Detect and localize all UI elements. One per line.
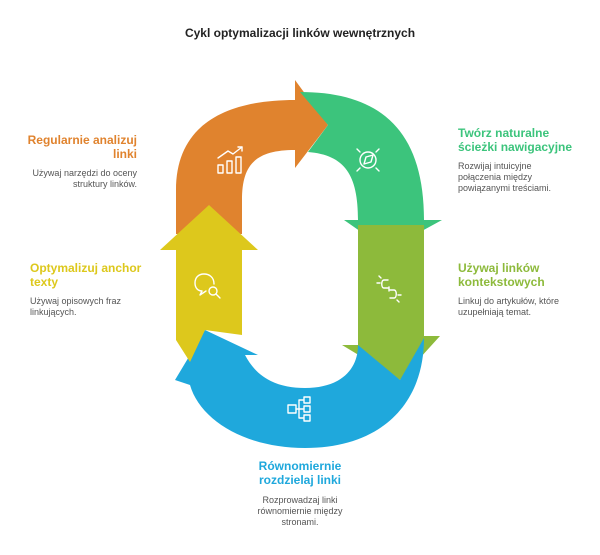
step-distribute-title-line1: Równomiernie <box>258 459 342 473</box>
segment-analyze <box>176 80 328 234</box>
step-navigate-desc-line2: połączenia między <box>458 172 533 182</box>
step-contextual-title: Używaj linków kontekstowych <box>458 261 598 289</box>
step-analyze-desc-line1: Używaj narzędzi do oceny <box>32 168 137 178</box>
step-navigate-desc-line1: Rozwijaj intuicyjne <box>458 161 532 171</box>
step-anchor-title: Optymalizuj anchor texty <box>30 261 170 289</box>
segment-distribute <box>175 330 424 448</box>
step-distribute-desc-line1: Rozprowadzaj linki <box>262 495 338 505</box>
step-distribute-title: Równomiernie rozdzielaj linki <box>220 459 380 487</box>
diagram-title: Cykl optymalizacji linków wewnętrznych <box>184 26 416 40</box>
compass-icon <box>356 148 380 172</box>
step-distribute-desc: Rozprowadzaj linki równomiernie między s… <box>220 495 380 528</box>
step-anchor-desc-line1: Używaj opisowych fraz <box>30 296 122 306</box>
step-contextual-desc-line2: uzupełniają temat. <box>458 307 532 317</box>
step-navigate-desc-line3: powiązanymi treściami. <box>458 183 552 193</box>
step-navigate-title-line1: Twórz naturalne <box>458 126 550 140</box>
step-distribute-title-line2: rozdzielaj linki <box>258 473 342 487</box>
step-analyze-desc-line2: struktury linków. <box>72 179 137 189</box>
search-chat-icon <box>194 273 221 299</box>
bar-chart-trend-icon <box>217 146 243 174</box>
step-navigate-title: Twórz naturalne ścieżki nawigacyjne <box>458 126 598 154</box>
step-anchor-desc-line2: linkujących. <box>30 307 77 317</box>
step-analyze-desc: Używaj narzędzi do oceny struktury linkó… <box>0 168 137 190</box>
segment-contextual <box>342 225 440 380</box>
step-analyze-title-line2: linki <box>112 147 137 161</box>
link-icon <box>376 275 402 303</box>
step-distribute-desc-line2: równomiernie między <box>257 506 343 516</box>
step-analyze-title: Regularnie analizuj linki <box>0 133 137 161</box>
step-navigate-desc: Rozwijaj intuicyjne połączenia między po… <box>458 161 598 194</box>
step-contextual-title-line2: kontekstowych <box>458 275 545 289</box>
distribution-icon <box>287 396 311 422</box>
step-contextual-desc-line1: Linkuj do artykułów, które <box>458 296 560 306</box>
step-navigate-title-line2: ścieżki nawigacyjne <box>458 140 573 154</box>
step-anchor-title-line2: texty <box>30 275 59 289</box>
step-anchor-title-line1: Optymalizuj anchor <box>30 261 142 275</box>
step-contextual-desc: Linkuj do artykułów, które uzupełniają t… <box>458 296 598 318</box>
step-contextual-title-line1: Używaj linków <box>458 261 540 275</box>
step-distribute-desc-line3: stronami. <box>281 517 319 527</box>
step-analyze-title-line1: Regularnie analizuj <box>27 133 137 147</box>
segment-anchor <box>160 205 258 362</box>
step-anchor-desc: Używaj opisowych fraz linkujących. <box>30 296 170 318</box>
segment-navigate <box>300 92 442 250</box>
